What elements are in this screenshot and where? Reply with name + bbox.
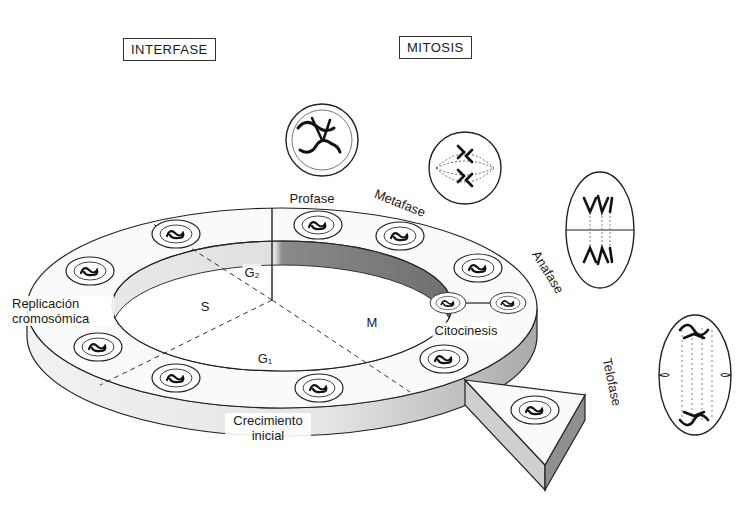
phase-label: Profase <box>288 191 337 206</box>
process-label: Citocinesis <box>433 323 500 338</box>
header-text: MITOSIS <box>407 40 464 55</box>
stage-label: M <box>365 315 380 330</box>
phase-label: Telofase <box>599 355 625 409</box>
stage-label: G₁ <box>256 351 275 366</box>
phase-label: Anafase <box>528 246 568 298</box>
phase-header: MITOSIS <box>399 36 472 59</box>
stage-label: G₂ <box>242 265 261 280</box>
stage-label: S <box>199 299 212 314</box>
phase-label: Metafase <box>371 185 430 220</box>
header-text: INTERFASE <box>131 42 208 57</box>
phase-header: INTERFASE <box>123 38 216 61</box>
process-label: Replicación cromosómica <box>10 296 114 326</box>
process-label: Crecimiento inicial <box>225 413 311 443</box>
